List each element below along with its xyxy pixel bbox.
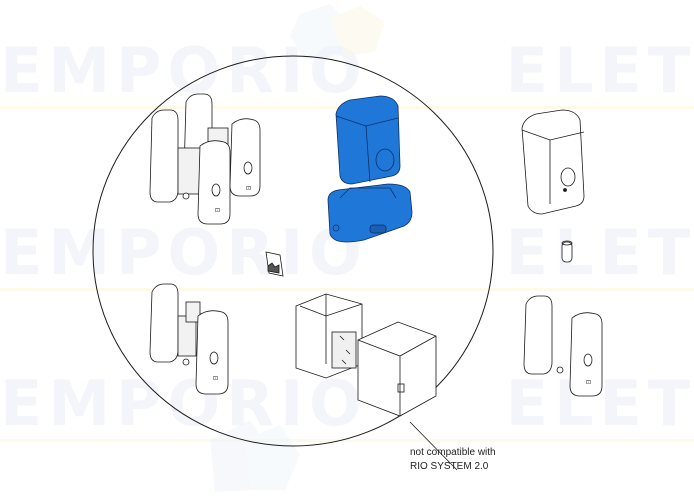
photocell-pair-exploded: ⊡ ⊡: [149, 93, 261, 225]
circuit-board-small: [265, 251, 284, 277]
note-line-1: not compatible with: [410, 447, 496, 458]
watermark-band-2: [0, 288, 694, 291]
svg-text:⊡: ⊡: [215, 207, 220, 214]
watermark-row-3: EMPORIO ELETTRICO: [0, 367, 694, 440]
watermark-logo-shapes: [210, 4, 385, 492]
spacer-cylinder: [561, 240, 573, 263]
svg-text:⊡: ⊡: [586, 379, 591, 386]
watermark-band-3: [0, 439, 694, 442]
compatibility-note: not compatible with RIO SYSTEM 2.0: [410, 446, 496, 474]
svg-text:⊡: ⊡: [246, 185, 251, 192]
watermark-row-2: EMPORIO ELETTRICO: [0, 216, 694, 289]
motor-cover-housing: [521, 109, 585, 215]
control-box-exploded: [295, 293, 437, 417]
photocell-single-exploded-right: ⊡: [523, 295, 603, 397]
gearmotor-cover-highlighted: [327, 95, 413, 243]
grouping-circle: [92, 55, 494, 447]
svg-text:⊡: ⊡: [213, 375, 218, 382]
note-line-2: RIO SYSTEM 2.0: [410, 461, 489, 472]
callout-leader-line: [409, 421, 458, 471]
photocell-single-exploded: ⊡: [149, 283, 229, 395]
